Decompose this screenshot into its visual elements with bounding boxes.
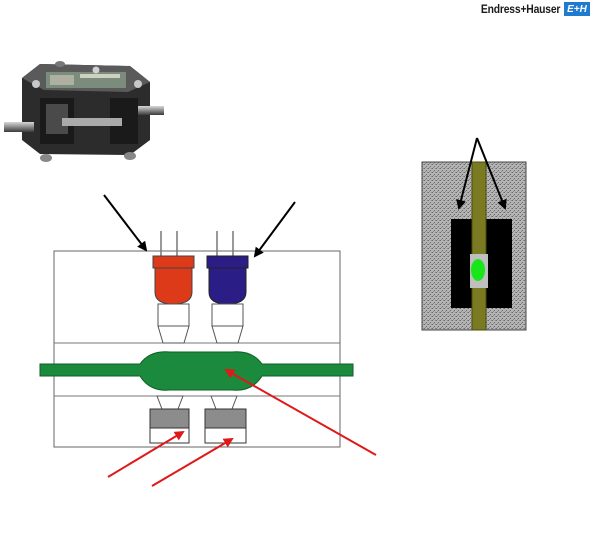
- red-arrows: [107, 369, 377, 487]
- cross-section-view: [421, 161, 527, 331]
- flow-tube: [39, 351, 354, 391]
- brand-name: Endress+Hauser: [480, 2, 561, 16]
- blue-sensor: [206, 255, 249, 344]
- brand-mark-icon: E+H: [564, 2, 590, 16]
- sensor-module-photo-icon: [4, 61, 164, 162]
- red-sensor: [152, 255, 195, 344]
- black-arrows: [103, 137, 507, 258]
- brand-logo: Endress+Hauser E+H: [468, 2, 590, 16]
- sensor-pins: [160, 231, 234, 256]
- sensor-housing: [53, 250, 341, 448]
